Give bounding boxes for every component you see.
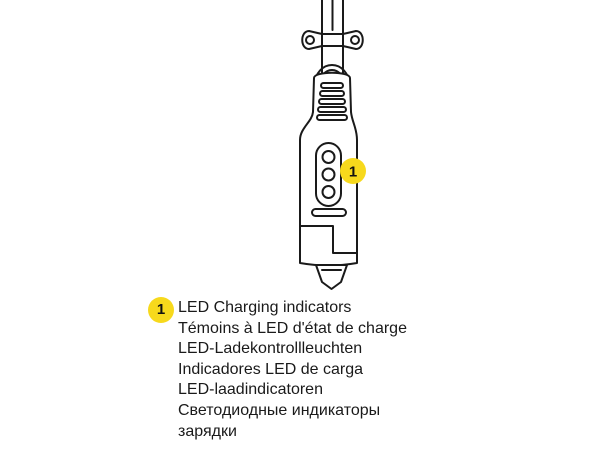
led-indicator bbox=[321, 167, 336, 182]
plug-illustration: 1 bbox=[299, 0, 366, 290]
led-capsule bbox=[315, 142, 342, 207]
legend-badge: 1 bbox=[148, 297, 174, 323]
strain-relief-clip bbox=[301, 30, 364, 50]
callout-number: 1 bbox=[349, 164, 357, 181]
led-indicator bbox=[321, 185, 336, 199]
side-contact-outline bbox=[299, 225, 358, 254]
contact-tip bbox=[315, 264, 348, 290]
legend-text: LED Charging indicators Témoins à LED d'… bbox=[178, 298, 407, 442]
legend-line-nl: LED-laadindicatoren bbox=[178, 381, 323, 399]
plug-body bbox=[299, 71, 358, 267]
callout-badge: 1 bbox=[340, 158, 366, 184]
legend-line-ru-cont: зарядки bbox=[178, 422, 237, 440]
legend-line-fr: Témoins à LED d'état de charge bbox=[178, 319, 407, 337]
legend-line-es: Indicadores LED de carga bbox=[178, 360, 363, 378]
body-slot bbox=[311, 208, 347, 217]
legend-line-ru: Светодиодные индикаторы bbox=[178, 401, 381, 419]
legend-line-de: LED-Ladekontrollleuchten bbox=[178, 340, 363, 358]
grip-ribs bbox=[316, 82, 348, 121]
led-indicator bbox=[321, 150, 336, 164]
legend-line-en: LED Charging indicators bbox=[178, 299, 352, 316]
